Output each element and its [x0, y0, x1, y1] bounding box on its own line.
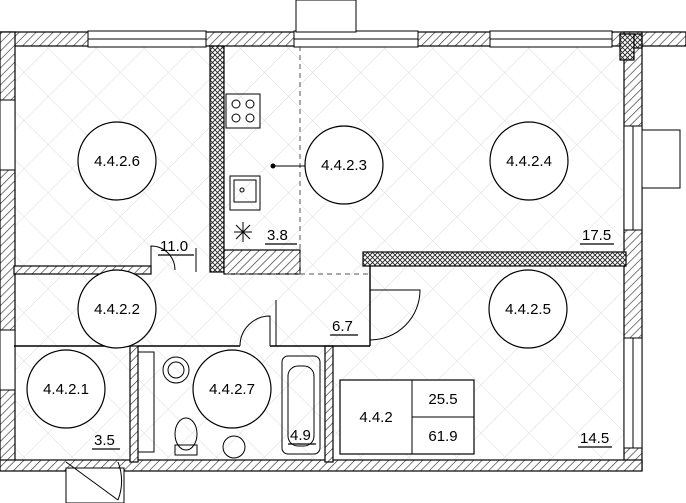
summary-total-area: 61.9 — [428, 428, 457, 445]
kitchen-fixtures — [224, 46, 370, 275]
room-circle-4-4-2-6 — [77, 121, 157, 201]
room-area-4-4-2-2: 11.0 — [160, 238, 188, 255]
room-circle-4-4-2-5 — [488, 269, 568, 349]
room-id-4-4-2-3: 4.4.2.3 — [321, 157, 367, 174]
room-id-4-4-2-5: 4.4.2.5 — [505, 301, 551, 318]
doors — [65, 245, 421, 501]
room-id-4-4-2-6: 4.4.2.6 — [94, 153, 140, 170]
room-circle-4-4-2-3 — [304, 125, 384, 205]
room-id-4-4-2-2: 4.4.2.2 — [94, 301, 140, 318]
room-circle-4-4-2-4 — [489, 121, 569, 201]
interior-walls — [13, 45, 627, 463]
room-areas: 3.8 17.5 11.0 6.7 3.5 4.9 14.5 — [92, 227, 614, 450]
room-area-4-4-2-4: 17.5 — [582, 227, 611, 244]
room-id-4-4-2-4: 4.4.2.4 — [506, 153, 552, 170]
room-id-4-4-2-7: 4.4.2.7 — [209, 381, 255, 398]
room-area-4-4-2-5: 14.5 — [580, 430, 609, 447]
room-id-4-4-2-1: 4.4.2.1 — [43, 381, 89, 398]
room-area-4-4-2-3: 3.8 — [267, 227, 288, 244]
summary-apartment-id: 4.4.2 — [359, 409, 392, 426]
room-circle-4-4-2-2 — [77, 269, 157, 349]
room-area-hall: 6.7 — [332, 318, 353, 335]
room-area-4-4-2-7: 4.9 — [290, 427, 311, 444]
room-labels: 4.4.2.6 4.4.2.3 4.4.2.4 4.4.2.2 4.4.2.5 … — [26, 121, 569, 429]
summary-living-area: 25.5 — [428, 391, 457, 408]
windows — [0, 30, 643, 449]
bathroom-fixtures — [137, 351, 321, 459]
summary-table: 4.4.2 25.5 61.9 — [339, 379, 475, 455]
room-circle-4-4-2-1 — [26, 349, 106, 429]
room-circle-4-4-2-7 — [192, 349, 272, 429]
room-area-4-4-2-1: 3.5 — [94, 432, 115, 449]
balconies — [65, 0, 681, 503]
